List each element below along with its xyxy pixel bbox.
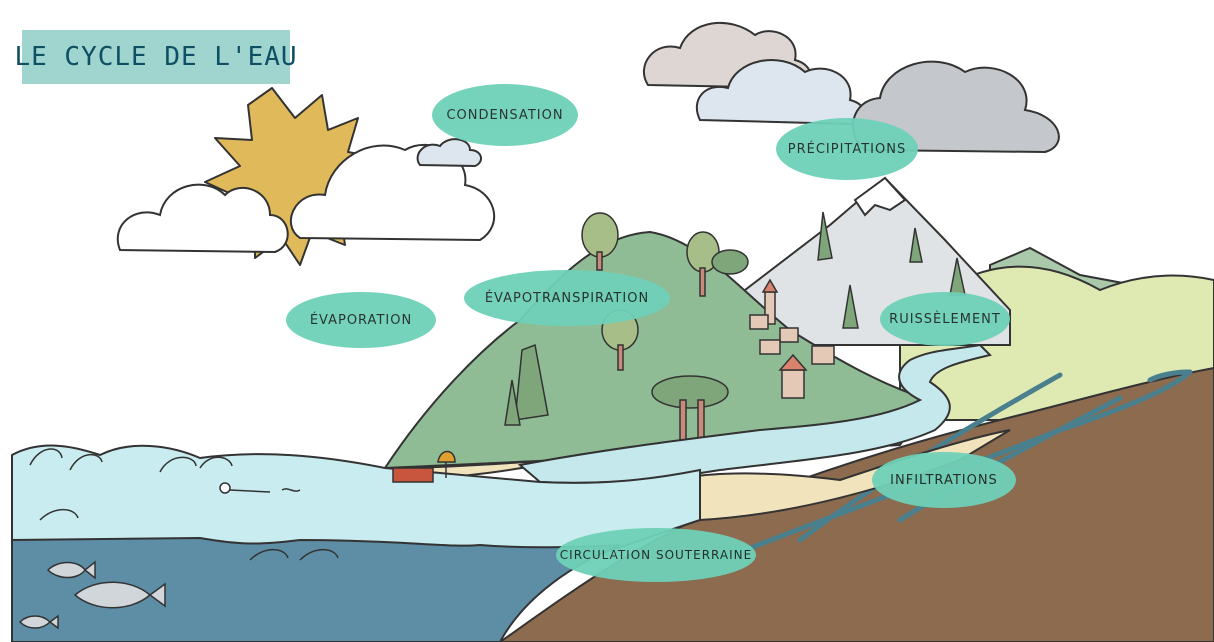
label-evapotranspiration: ÉVAPOTRANSPIRATION	[464, 270, 670, 326]
river	[517, 343, 992, 484]
boat	[392, 450, 456, 483]
label-evapotranspiration-text: ÉVAPOTRANSPIRATION	[484, 290, 650, 306]
title-banner: LE CYCLE DE L'EAU	[14, 30, 297, 84]
village	[749, 278, 835, 399]
label-infiltrations-text: INFILTRATIONS	[890, 472, 998, 488]
label-precipitations-text: PRÉCIPITATIONS	[787, 141, 907, 157]
fish	[18, 560, 166, 630]
label-evaporation-text: ÉVAPORATION	[309, 312, 413, 328]
label-precipitations: PRÉCIPITATIONS	[776, 118, 918, 180]
page-title: LE CYCLE DE L'EAU	[14, 42, 298, 72]
sea-details	[29, 448, 339, 561]
label-evaporation: ÉVAPORATION	[286, 292, 436, 348]
label-circulation-souterraine-text: CIRCULATION SOUTERRAINE	[559, 548, 753, 562]
label-ruissellement-text: RUISSÈLEMENT	[889, 311, 1001, 327]
swimmer	[219, 482, 301, 494]
label-circulation-souterraine: CIRCULATION SOUTERRAINE	[556, 528, 756, 582]
label-condensation-text: CONDENSATION	[446, 107, 564, 123]
cloud-left	[116, 138, 496, 254]
label-condensation: CONDENSATION	[432, 84, 578, 146]
label-ruissellement: RUISSÈLEMENT	[880, 292, 1010, 346]
clouds-right	[642, 22, 1060, 154]
sea	[11, 444, 701, 642]
label-infiltrations: INFILTRATIONS	[872, 452, 1016, 508]
